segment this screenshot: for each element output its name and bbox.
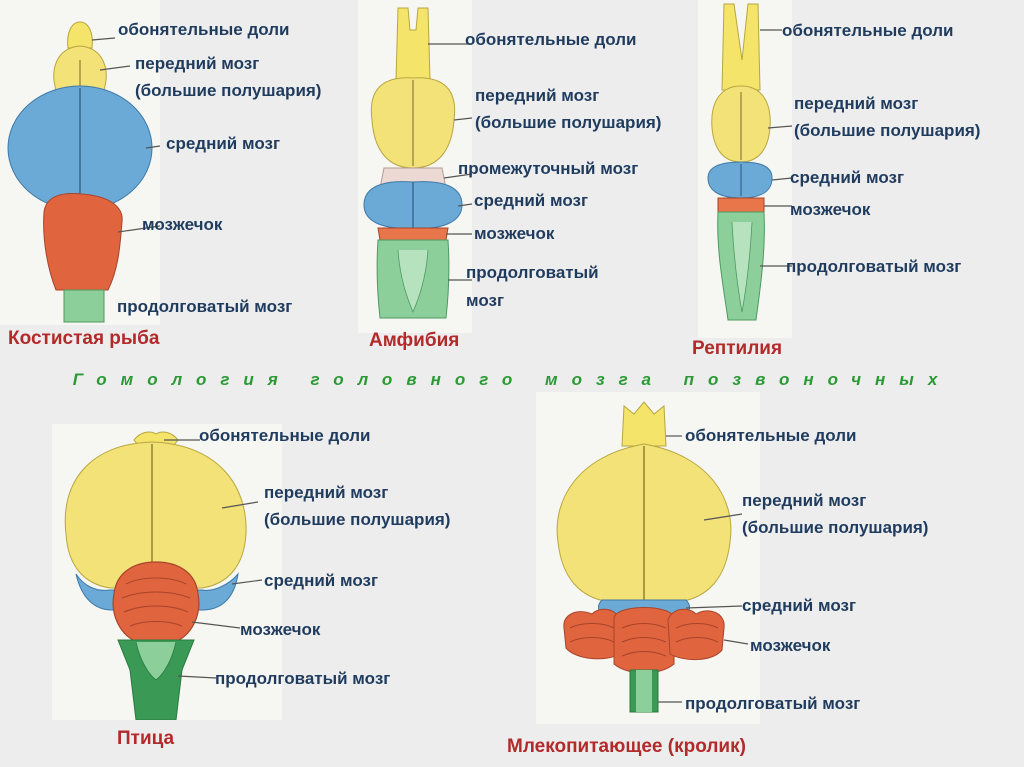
reptile-forebrain-label: передний мозг xyxy=(794,91,918,117)
fish-olfactory-lobe xyxy=(68,22,93,48)
reptile-midbrain xyxy=(708,162,772,198)
fish-medulla-label: продолговатый мозг xyxy=(117,294,292,320)
reptile-cerebellum xyxy=(718,198,764,212)
reptile-olfactory-label: обонятельные доли xyxy=(782,18,953,44)
fish-brain-illustration xyxy=(0,0,160,325)
reptile-panel xyxy=(698,0,792,338)
amphibian-caption: Амфибия xyxy=(369,330,459,352)
bird-medulla-label: продолговатый мозг xyxy=(215,666,390,692)
fish-forebrain-label: передний мозг xyxy=(135,51,259,77)
bird-cerebellum xyxy=(113,562,199,642)
reptile-cerebellum-label: мозжечок xyxy=(790,197,870,223)
fish-caption: Костистая рыба xyxy=(8,328,159,350)
amphibian-cerebellum-label: мозжечок xyxy=(474,221,554,247)
diagram-title: Гомология головного мозга позвоночных xyxy=(0,370,1024,390)
amphibian-medulla-sub-label: мозг xyxy=(466,288,504,314)
amphibian-diencephalon-label: промежуточный мозг xyxy=(458,156,638,182)
bird-forebrain-sub-label: (большие полушария) xyxy=(264,507,450,533)
amphibian-panel xyxy=(358,0,472,333)
mammal-caption: Млекопитающее (кролик) xyxy=(507,736,746,758)
fish-forebrain-sub-label: (большие полушария) xyxy=(135,78,321,104)
mammal-cerebellum xyxy=(564,608,724,674)
reptile-forebrain-sub-label: (большие полушария) xyxy=(794,118,980,144)
fish-cerebellum-label: мозжечок xyxy=(142,212,222,238)
amphibian-forebrain-label: передний мозг xyxy=(475,83,599,109)
reptile-caption: Рептилия xyxy=(692,338,782,360)
amphibian-medulla-label: продолговатый xyxy=(466,260,599,286)
mammal-forebrain-sub-label: (большие полушария) xyxy=(742,515,928,541)
amphibian-cerebellum xyxy=(378,228,448,240)
amphibian-olfactory-lobe xyxy=(396,8,430,80)
amphibian-midbrain-label: средний мозг xyxy=(474,188,588,214)
reptile-midbrain-label: средний мозг xyxy=(790,165,904,191)
bird-caption: Птица xyxy=(117,728,174,750)
bird-olfactory-label: обонятельные доли xyxy=(199,423,370,449)
fish-midbrain-label: средний мозг xyxy=(166,131,280,157)
mammal-cerebellum-label: мозжечок xyxy=(750,633,830,659)
mammal-midbrain-label: средний мозг xyxy=(742,593,856,619)
mammal-medulla-label: продолговатый мозг xyxy=(685,691,860,717)
reptile-medulla-label: продолговатый мозг xyxy=(786,254,961,280)
mammal-forebrain-label: передний мозг xyxy=(742,488,866,514)
bird-midbrain-label: средний мозг xyxy=(264,568,378,594)
fish-olfactory-label: обонятельные доли xyxy=(118,17,289,43)
amphibian-olfactory-label: обонятельные доли xyxy=(465,27,636,53)
fish-medulla xyxy=(64,290,104,322)
fish-panel xyxy=(0,0,160,325)
fish-cerebellum xyxy=(44,194,123,290)
amphibian-brain-illustration xyxy=(358,0,472,333)
bird-cerebellum-label: мозжечок xyxy=(240,617,320,643)
amphibian-forebrain-sub-label: (большие полушария) xyxy=(475,110,661,136)
mammal-olfactory-lobe xyxy=(622,402,666,446)
reptile-olfactory-lobe xyxy=(722,4,760,90)
bird-forebrain-label: передний мозг xyxy=(264,480,388,506)
mammal-olfactory-label: обонятельные доли xyxy=(685,423,856,449)
reptile-brain-illustration xyxy=(698,0,792,338)
